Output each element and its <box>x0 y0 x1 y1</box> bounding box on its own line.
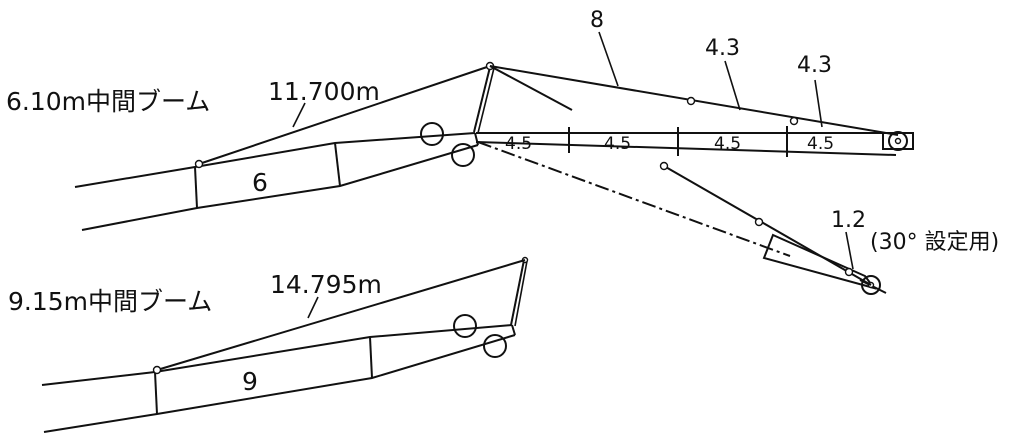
upper-boom-pendant <box>198 65 491 165</box>
upper-boom-bottom-chord <box>81 144 479 231</box>
lower-strut-back <box>514 260 528 327</box>
upper-boom-section-joint-left <box>194 166 198 209</box>
upper-boom-sheave-bottom <box>451 143 475 167</box>
jib-assembly: 4.5 4.5 4.5 4.5 8 4.3 4.3 1.2 (30° 設定用) <box>475 8 999 295</box>
lower-boom-head <box>511 324 516 336</box>
lower-boom-pendant <box>156 259 526 371</box>
upper-pendant-anchor <box>194 159 204 169</box>
jib-pendant-node-2 <box>789 116 799 126</box>
jib-offset-pendant-leader <box>845 231 854 270</box>
upper-boom-title: 6.10m中間ブーム <box>6 87 210 116</box>
jib-offset-pendant-node-3 <box>844 267 854 277</box>
jib-pendant-a-label: 4.3 <box>705 36 740 61</box>
jib-upper-pendant-label: 8 <box>590 8 604 33</box>
jib-offset-tip-sheave <box>861 275 881 295</box>
lower-pendant-anchor <box>152 365 162 375</box>
upper-boom-sheave-top <box>420 122 444 146</box>
jib-section-label-1: 4.5 <box>505 134 532 154</box>
jib-offset-pendant <box>663 165 872 286</box>
upper-strut-back <box>477 67 495 134</box>
jib-offset-body <box>762 233 877 290</box>
upper-section-label: 6 <box>252 168 268 197</box>
upper-boom-top-chord <box>74 132 476 188</box>
lower-strut-front <box>510 259 525 326</box>
lower-boom-top-chord <box>41 324 513 386</box>
jib-section-label-4: 4.5 <box>807 134 834 154</box>
jib-pendant-b-label: 4.3 <box>797 53 832 78</box>
jib-offset-pendant-node-1 <box>659 161 669 171</box>
lower-boom-sheave-top <box>453 314 477 338</box>
lower-section-label: 9 <box>242 367 258 396</box>
lower-boom-title: 9.15m中間ブーム <box>8 287 212 316</box>
lower-boom-sheave-bottom <box>483 334 507 358</box>
upper-boom-assembly: 6.10m中間ブーム 11.700m 6 <box>6 61 573 231</box>
upper-tension-length-label: 11.700m <box>268 77 380 106</box>
jib-pendant-a-leader <box>724 60 741 111</box>
upper-strut-front <box>473 66 491 133</box>
jib-bottom-chord <box>475 141 897 156</box>
upper-backstay <box>489 65 573 111</box>
jib-tip-pin <box>894 137 902 145</box>
jib-upper-pendant-leader <box>598 31 619 87</box>
upper-tension-leader <box>292 102 306 128</box>
jib-offset-pendant-node-2 <box>754 217 764 227</box>
upper-boom-head <box>474 132 479 146</box>
jib-pendant-node-1 <box>686 96 696 106</box>
lower-boom-section-joint-right <box>369 336 373 379</box>
jib-offset-pendant-label: 1.2 <box>831 208 866 233</box>
jib-tip-sheave <box>888 131 908 151</box>
lower-boom-section-joint-left <box>154 371 158 415</box>
jib-pendant-b-leader <box>814 79 823 128</box>
jib-section-label-2: 4.5 <box>604 134 631 154</box>
lower-tension-leader <box>307 296 319 319</box>
jib-section-label-3: 4.5 <box>714 134 741 154</box>
lower-boom-bottom-chord <box>43 334 516 433</box>
lower-tension-length-label: 14.795m <box>270 270 382 299</box>
upper-boom-section-joint-right <box>334 142 341 187</box>
jib-offset-note: (30° 設定用) <box>870 230 999 255</box>
lower-boom-assembly: 9.15m中間ブーム 14.795m 9 <box>8 256 529 433</box>
jib-offset-centerline <box>477 141 791 257</box>
